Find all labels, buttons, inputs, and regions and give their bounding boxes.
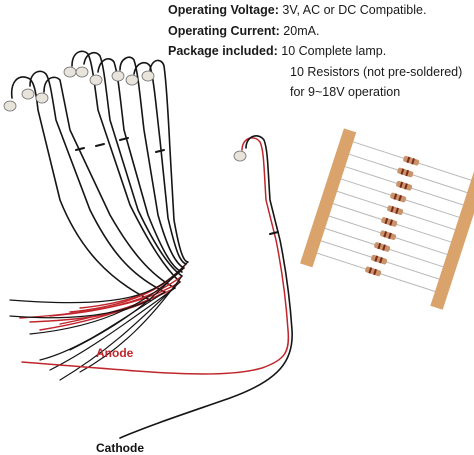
cathode-label: Cathode [96, 441, 144, 455]
package-key: Package included: [168, 44, 278, 58]
operation-line: for 9~18V operation [290, 85, 401, 99]
package-value: 10 Complete lamp. [281, 44, 387, 58]
lamp-heads [3, 66, 155, 112]
bundle-black-wires [9, 261, 189, 381]
clip-marks [75, 137, 165, 153]
tape-right [430, 170, 474, 310]
current-line: Operating Current: 20mA. [168, 21, 462, 42]
voltage-line: Operating Voltage: 3V, AC or DC Compatib… [168, 0, 462, 21]
lamp-bundle [3, 50, 189, 381]
bundle-red-wires [19, 263, 187, 331]
anode-label: Anode [96, 346, 134, 360]
voltage-key: Operating Voltage: [168, 3, 279, 17]
resistor-bodies [365, 155, 420, 277]
current-value: 20mA. [283, 23, 320, 38]
voltage-value: 3V, AC or DC Compatible. [282, 3, 427, 17]
single-lamp [21, 135, 293, 439]
tape-left [300, 128, 357, 268]
current-key: Operating Current: [168, 23, 280, 38]
package-line: Package included: 10 Complete lamp. [168, 41, 462, 62]
resistor-strip [300, 128, 474, 310]
resistors-line: 10 Resistors (not pre-soldered) [290, 64, 463, 79]
single-lamp-head [233, 150, 247, 162]
resistor-bands [368, 156, 415, 276]
specifications: Operating Voltage: 3V, AC or DC Compatib… [168, 0, 462, 103]
